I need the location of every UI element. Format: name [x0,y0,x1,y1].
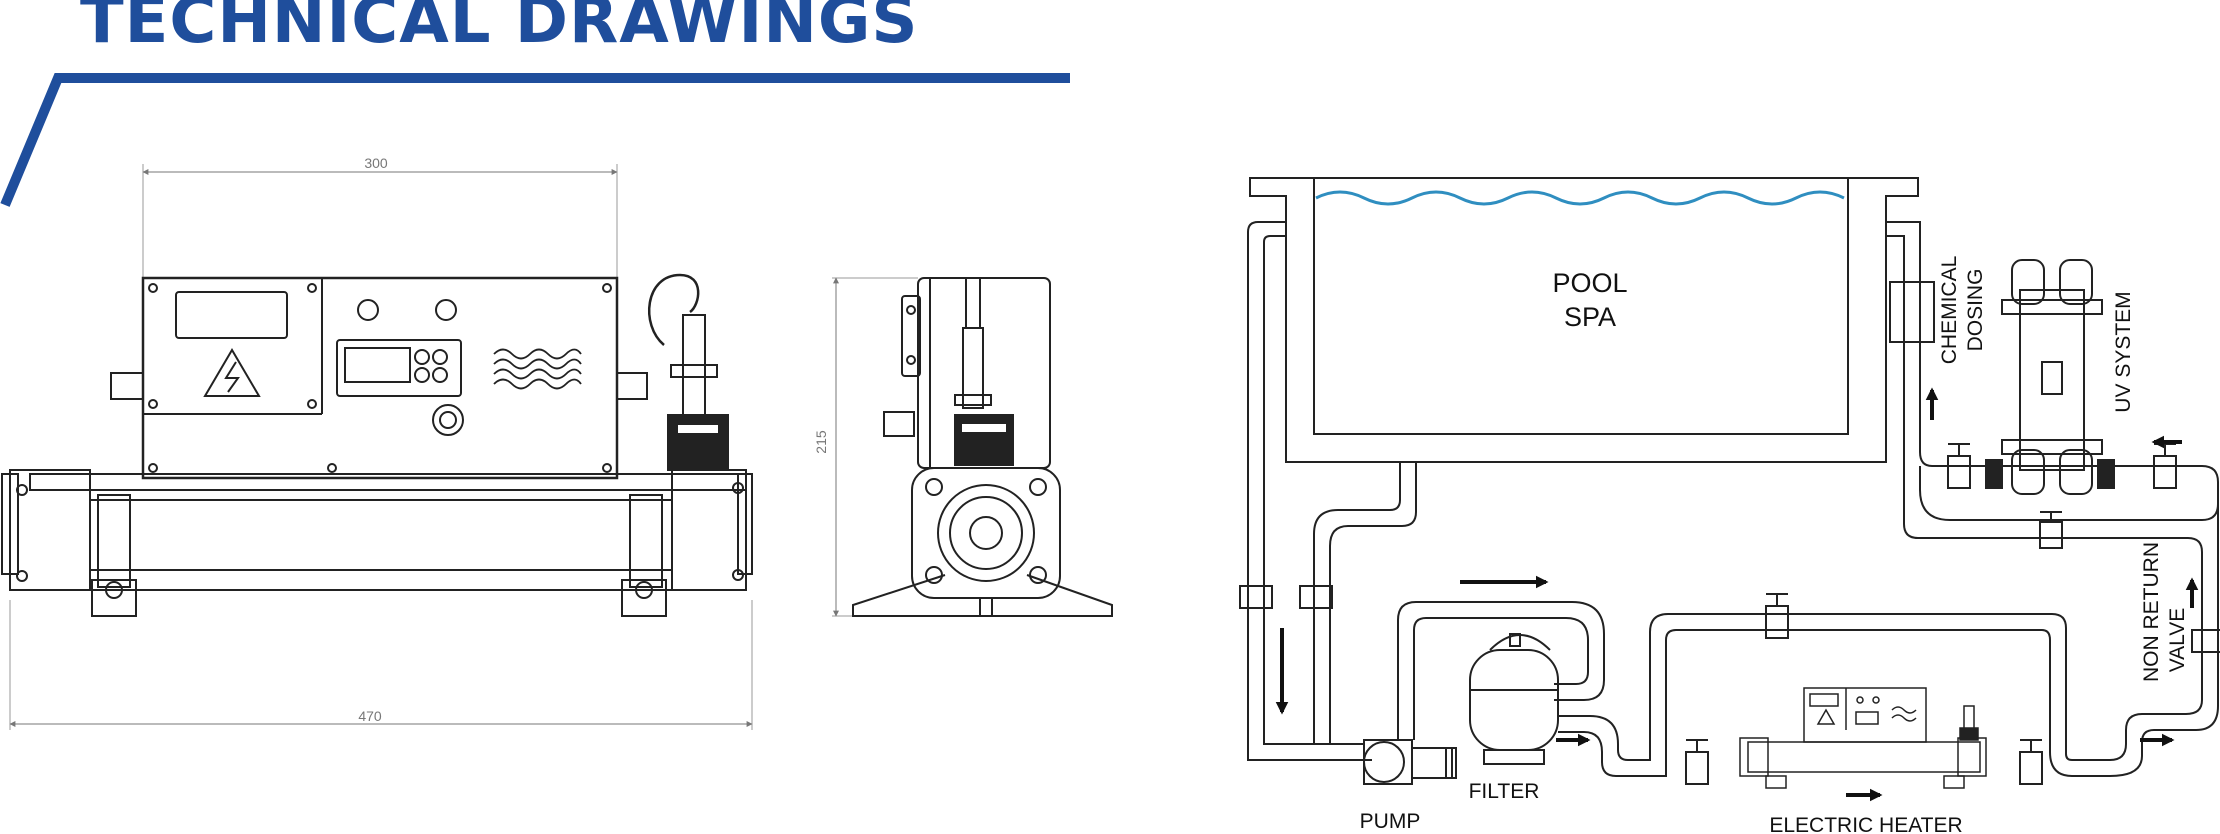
pipe-pump-filter [1397,601,1605,740]
width-dimension-label: 300 [364,155,388,171]
spa-label: SPA [1564,302,1616,332]
dimension-width [142,164,618,278]
dimension-length [9,600,753,730]
pipe-uv-bypass [1919,466,2219,521]
electric-heater-label: ELECTRIC HEATER [1769,814,1962,834]
flow-arrows [1275,387,2199,802]
pipe-filter-heater [1558,613,2110,777]
filter-label: FILTER [1469,780,1540,803]
pool-label: POOL [1552,268,1627,298]
electric-heater-unit [1739,687,1987,789]
pool-schematic [1239,177,2220,789]
pool-basin [1249,177,1919,463]
heater-front-view [1,164,753,730]
non-return-label-2: VALVE [2166,608,2189,673]
uv-system-label: UV SYSTEM [2112,291,2135,412]
dimension-height [832,277,918,617]
page-title: TECHNICAL DRAWINGS [80,0,919,58]
chemical-dosing-label-1: CHEMICAL [1938,256,1961,365]
water-surface [1315,190,1845,206]
box-screws [148,283,612,473]
uv-system [2001,259,2103,495]
pipe-return-left [1247,221,1372,761]
length-dimension-label: 470 [358,708,382,724]
pipe-return-right [1886,221,2219,777]
pump-label: PUMP [1360,810,1421,833]
pump [1363,739,1457,785]
header-accent-line [0,73,1070,207]
non-return-label-1: NON RETURN [2140,542,2163,682]
chemical-dosing-unit [1889,281,1935,343]
chemical-dosing-label-2: DOSING [1964,269,1987,352]
sand-filter [1469,633,1559,765]
height-dimension-label: 215 [813,430,829,454]
pipe-suction [1313,462,1417,744]
heater-side-view [832,277,1113,617]
heat-waves-symbol [493,348,582,390]
